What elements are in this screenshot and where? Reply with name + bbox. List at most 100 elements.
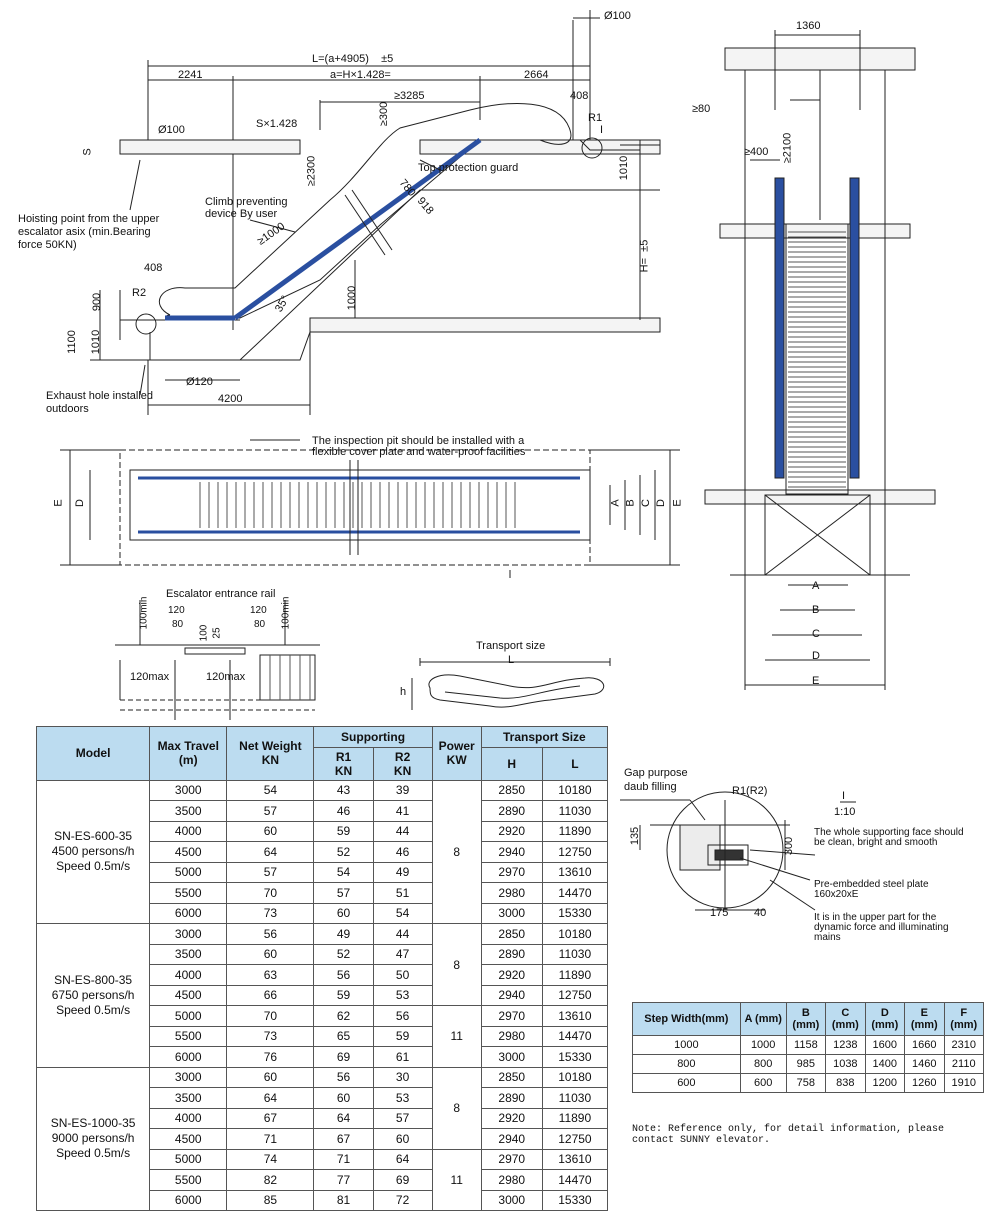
max-travel-cell: 3500 xyxy=(149,943,228,965)
end-d-label: D xyxy=(812,650,820,662)
top-guard-label: Top protection guard xyxy=(418,162,519,174)
end-a-label: A xyxy=(812,580,820,592)
width-header-unit: (mm) xyxy=(871,1019,899,1031)
entrance-dim-120a: 120 xyxy=(168,605,185,616)
climb-label: Climb preventing device By user xyxy=(205,196,288,220)
gap-plate: Pre-embedded steel plate 160x20xE xyxy=(814,879,929,900)
model-line: Speed 0.5m/s xyxy=(56,1002,131,1017)
r1-cell: 59 xyxy=(313,820,374,842)
gap-scale-mark: I xyxy=(842,790,846,802)
width-cell: 1260 xyxy=(904,1073,945,1093)
r1-cell: 54 xyxy=(313,861,374,883)
width-header-letter: F xyxy=(960,1007,968,1019)
model-line: SN-ES-600-35 xyxy=(54,829,133,844)
net-weight-cell: 71 xyxy=(226,1128,315,1150)
h-cell: 2940 xyxy=(480,984,543,1006)
r2-cell: 61 xyxy=(372,1046,433,1068)
h-cell: 2890 xyxy=(480,1087,543,1109)
net-weight-cell: 56 xyxy=(226,923,315,945)
r2-cell: 60 xyxy=(372,1128,433,1150)
l-cell: 11030 xyxy=(541,800,609,822)
r2-cell: 30 xyxy=(372,1066,433,1088)
dim-2100-label: ≥2100 xyxy=(781,132,794,164)
width-header-letter: B xyxy=(801,1007,810,1019)
width-header-letter: D xyxy=(880,1007,889,1019)
width-header-cell: E(mm) xyxy=(904,1002,945,1036)
power-cell: 11 xyxy=(431,1005,482,1068)
width-cell: 985 xyxy=(785,1054,827,1074)
gap-upper: It is in the upper part for the dynamic … xyxy=(814,912,949,943)
side-view-drawing xyxy=(90,10,661,415)
l-cell: 12750 xyxy=(541,841,609,863)
s-label: S xyxy=(81,148,94,156)
l-cell: 10180 xyxy=(541,779,609,801)
max-travel-cell: 3000 xyxy=(149,779,228,801)
model-line: 6750 persons/h xyxy=(51,987,135,1002)
r2-cell: 51 xyxy=(372,882,433,904)
width-header-cell: Step Width(mm) xyxy=(632,1002,741,1036)
l-cell: 10180 xyxy=(541,923,609,945)
h-cell: 3000 xyxy=(480,902,543,924)
l-cell: 12750 xyxy=(541,984,609,1006)
end-b-label: B xyxy=(812,604,820,616)
entrance-dim-80b: 80 xyxy=(254,619,266,630)
net-weight-cell: 54 xyxy=(226,779,315,801)
gap-dim-300: 300 xyxy=(783,836,796,856)
max-travel-cell: 4000 xyxy=(149,1107,228,1129)
h-cell: 2850 xyxy=(480,1066,543,1088)
net-weight-cell: 74 xyxy=(226,1148,315,1170)
gap-detail-drawing xyxy=(620,791,856,911)
width-cell: 1660 xyxy=(904,1035,945,1055)
width-cell: 1238 xyxy=(825,1035,866,1055)
width-header-letter: E xyxy=(920,1007,928,1019)
dim-400-label: ≥400 xyxy=(744,146,769,158)
plan-a-right: A xyxy=(609,499,622,507)
r2-cell: 57 xyxy=(372,1107,433,1129)
h-cell: 3000 xyxy=(480,1189,543,1211)
r2-cell: 50 xyxy=(372,964,433,986)
r1-cell: 56 xyxy=(313,1066,374,1088)
a-formula-label: a=H×1.428= xyxy=(330,69,391,81)
r1-cell: 71 xyxy=(313,1148,374,1170)
r2-cell: 44 xyxy=(372,923,433,945)
h-cell: 2970 xyxy=(480,1148,543,1170)
entrance-title: Escalator entrance rail xyxy=(166,588,276,600)
transport-title: Transport size xyxy=(476,640,546,652)
plan-e-left: E xyxy=(52,499,65,507)
dia-100-left-label: Ø100 xyxy=(158,124,185,136)
l-cell: 12750 xyxy=(541,1128,609,1150)
h-cell: 2920 xyxy=(480,964,543,986)
total-length-label: L=(a+4905) ±5 xyxy=(312,53,394,65)
net-weight-cell: 73 xyxy=(226,1025,315,1047)
gap-dim-40: 40 xyxy=(754,907,767,919)
dia-120-label: Ø120 xyxy=(186,376,213,388)
r1-cell: 56 xyxy=(313,964,374,986)
max-travel-cell: 4000 xyxy=(149,820,228,842)
h-cell: 2920 xyxy=(480,1107,543,1129)
reference-note: Note: Reference only, for detail informa… xyxy=(632,1124,945,1146)
r1-cell: 62 xyxy=(313,1005,374,1027)
max-travel-cell: 5000 xyxy=(149,1005,228,1027)
h-cell: 3000 xyxy=(480,1046,543,1068)
gap-title: Gap purpose daub filling xyxy=(624,767,688,793)
net-weight-cell: 63 xyxy=(226,964,315,986)
width-header-unit: (mm) xyxy=(831,1019,859,1031)
dim-900-label: 900 xyxy=(91,292,104,312)
net-weight-cell: 60 xyxy=(226,943,315,965)
max-travel-cell: 3500 xyxy=(149,1087,228,1109)
width-header-cell: D(mm) xyxy=(864,1002,906,1036)
width-cell: 600 xyxy=(632,1073,741,1093)
h-cell: 2980 xyxy=(480,882,543,904)
exhaust-label: Exhaust hole installed outdoors xyxy=(46,390,154,415)
r1-cell: 67 xyxy=(313,1128,374,1150)
r1-cell: 69 xyxy=(313,1046,374,1068)
